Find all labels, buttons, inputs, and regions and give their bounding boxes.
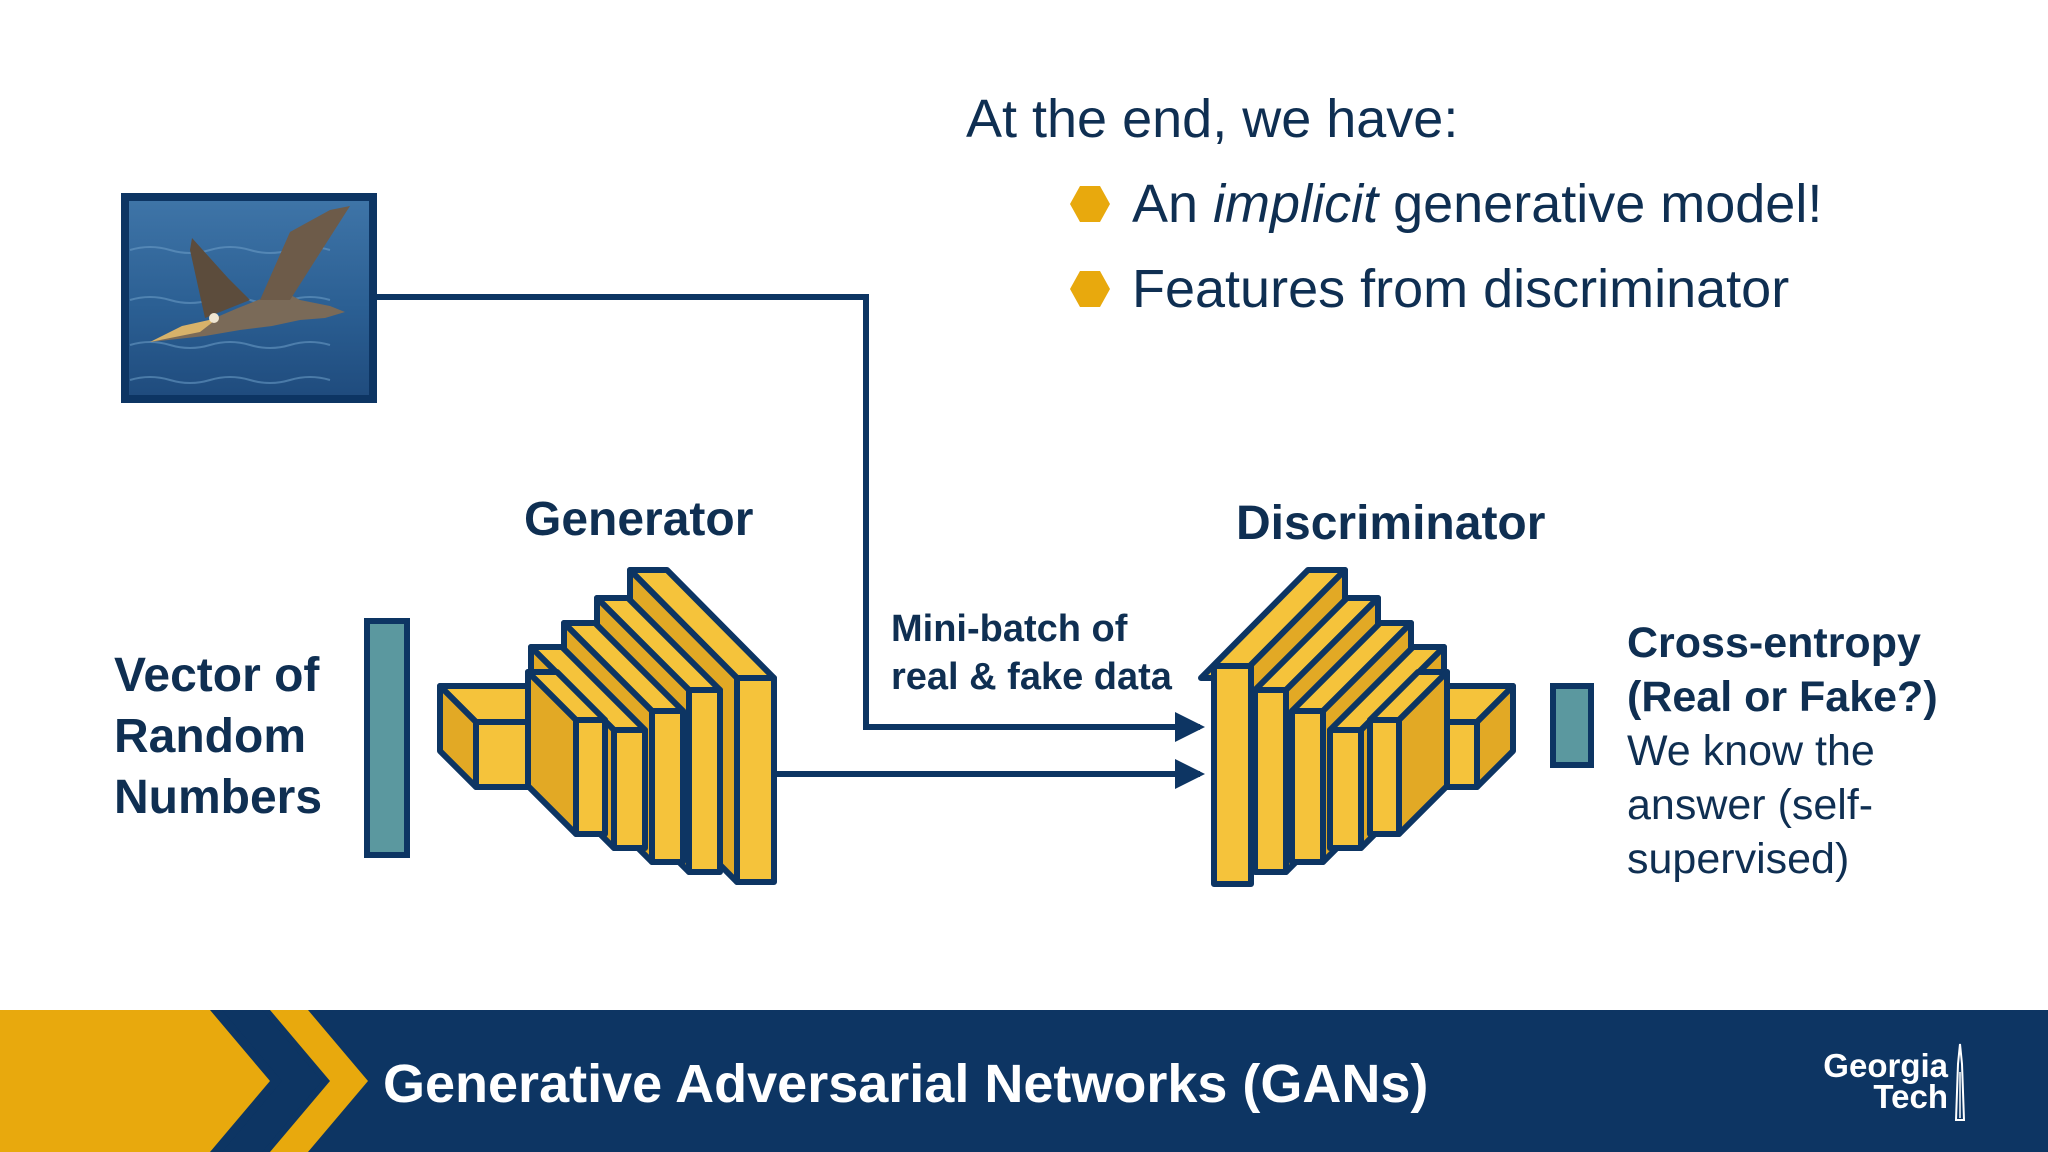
discriminator-title: Discriminator [1236, 497, 1546, 550]
cross-entropy-label: Cross-entropy (Real or Fake?) We know th… [1627, 616, 1938, 886]
slide-heading: At the end, we have: [966, 89, 1459, 149]
minibatch-label: Mini-batch of real & fake data [891, 605, 1172, 701]
real-data-connector [373, 294, 1205, 742]
logo-line: Tech [1873, 1078, 1948, 1115]
random-vector-label-line: Vector of [114, 649, 320, 702]
bullet-suffix: generative model! [1378, 174, 1823, 234]
bullet-text: An implicit generative model! [1132, 173, 1822, 235]
georgia-tech-logo: Georgia Tech [1790, 1047, 1948, 1115]
pelican-photo [121, 193, 377, 403]
random-vector-label-line: Random [114, 710, 306, 763]
bullet-prefix: An [1132, 174, 1214, 234]
discriminator-input-layer [1211, 663, 1254, 887]
output-scalar-bar [1550, 683, 1594, 768]
cross-entropy-label-line: (Real or Fake?) [1627, 673, 1938, 721]
random-vector-bar [364, 618, 410, 858]
generator-layer [525, 669, 608, 837]
generator-network [437, 567, 777, 885]
bullet-emphasis: implicit [1213, 174, 1379, 234]
discriminator-network [1198, 567, 1516, 887]
bullet-item-features: Features from discriminator [1070, 259, 1789, 319]
georgia-tech-tower-icon [1954, 1043, 1966, 1121]
minibatch-label-line: Mini-batch of [891, 608, 1128, 650]
self-supervised-note-line: answer (self- [1627, 781, 1874, 829]
footer-chevron-icon [0, 1010, 368, 1152]
self-supervised-note-line: We know the [1627, 727, 1875, 775]
bullet-text: Features from discriminator [1132, 259, 1790, 319]
minibatch-label-line: real & fake data [891, 656, 1172, 698]
footer-title: Generative Adversarial Networks (GANs) [383, 1054, 1429, 1114]
generator-title: Generator [524, 493, 754, 546]
random-vector-label: Vector of Random Numbers [114, 645, 322, 828]
discriminator-layer [1367, 669, 1450, 837]
cross-entropy-label-line: Cross-entropy [1627, 619, 1921, 667]
random-vector-label-line: Numbers [114, 771, 323, 824]
logo-line: Georgia [1823, 1047, 1948, 1084]
self-supervised-note-line: supervised) [1627, 835, 1850, 883]
bullet-item-implicit-model: An implicit generative model! [1070, 174, 1822, 234]
